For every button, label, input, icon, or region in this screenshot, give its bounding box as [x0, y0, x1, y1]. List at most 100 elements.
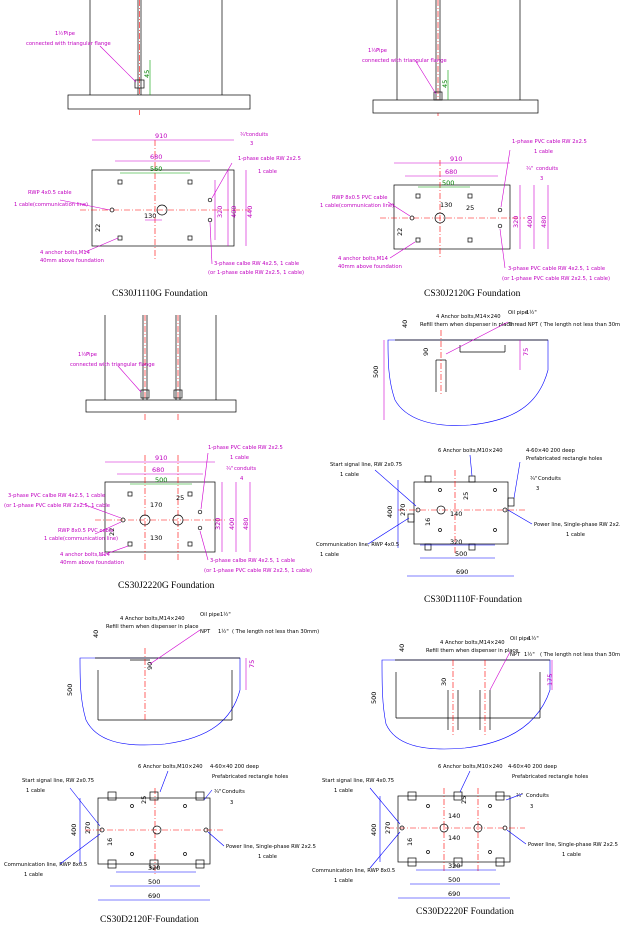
flange-label: connected with triangular flange [26, 41, 111, 47]
caption-j2: CS30J2120G Foundation [424, 289, 521, 299]
pipe-fraction: 1½" [55, 30, 66, 37]
dim-440: 440 [246, 206, 254, 218]
anchor-note: 40mm above foundation [60, 560, 124, 566]
caption-d4: CS30D1110F·Foundation [424, 595, 522, 605]
rwp-label: RWP 8x0.5 PVC cable [332, 195, 387, 201]
comm-label: Communication line, RWP 8x0.5 [4, 862, 87, 868]
holes-label: 4-60×40 200 deep [210, 764, 260, 770]
dim-690: 690 [448, 890, 460, 898]
caption-d5: CS30D2120F·Foundation [100, 915, 199, 925]
anchor-note: 40mm above foundation [338, 264, 402, 270]
dim-400: 400 [228, 518, 236, 530]
dim-175: 175 [546, 674, 554, 686]
conduit-label: Conduits [526, 793, 549, 799]
flange-label: connected with triangular flange [362, 58, 447, 64]
comm-count: 1 cable [24, 872, 43, 878]
dim-500b: 500 [148, 878, 160, 886]
refill-note: Refill them when dispenser in place [420, 322, 512, 328]
rwp-label: RWP 4x0.5 cable [28, 190, 72, 196]
phase3-left-alt: (or 1-phase PVC cable RW 2x2.5, 1 cable [4, 503, 110, 509]
angle-label: 45 [143, 70, 151, 78]
comm-label: Communication line, RWP 8x0.5 [312, 868, 395, 874]
section-d5: 40 90 75 500 4 Anchor bolts,M14×240 Refi… [66, 611, 319, 746]
plan-d5: 320 500 690 25 16 400 270 6 Anchor bolts… [4, 764, 316, 901]
dim-22: 22 [396, 228, 404, 236]
length-note: ( The length not less than 30mm) [540, 322, 620, 328]
oil-pipe-fraction: 1½" [220, 611, 231, 618]
phase3-left-label: 3-phase PVC calbe RW 4x2.5, 1 cable [8, 493, 105, 499]
anchor-label: 4 anchor bolts,M14 [60, 552, 111, 558]
dim-270: 270 [399, 504, 407, 516]
power-label: Power line, Single-phase RW 2x2.5 [528, 842, 618, 848]
dim-75: 75 [522, 348, 530, 356]
dim-22: 22 [108, 528, 116, 536]
dim-910: 910 [450, 155, 462, 163]
six-anchor-label: 6 Anchor bolts,M10×240 [438, 448, 503, 454]
phase3-alt: (or 1-phase PVC cable RW 2x2.5, 1 cable) [204, 568, 312, 574]
dim-400: 400 [386, 506, 394, 518]
conduit-count: 3 [540, 176, 543, 182]
dim-680: 680 [150, 153, 162, 161]
dim-400: 400 [230, 206, 238, 218]
drawing-cs30j2120g: 45 1½" Pipe connected with triangular fl… [320, 0, 610, 299]
six-anchor-label: 6 Anchor bolts,M10×240 [438, 764, 503, 770]
power-label: Power line, Single-phase RW 2x2.5 [226, 844, 316, 850]
conduit-count: 4 [240, 476, 244, 482]
comm-label: Communication line, RWP 4x0.5 [316, 542, 399, 548]
conduit-fraction: ¾" [226, 466, 233, 472]
section-d6: 40 30 175 500 4 Anchor bolts,M14×240 Ref… [370, 635, 620, 750]
dim-500: 500 [370, 692, 378, 704]
dim-320: 320 [512, 216, 520, 228]
phase3-label: 3-phase PVC cable RW 4x2.5, 1 cable [508, 266, 605, 272]
dim-690: 690 [148, 892, 160, 900]
length-note: ( The length not less than 30mm) [540, 652, 620, 658]
anchor-label: 4 Anchor bolts,M14×240 [440, 640, 505, 646]
dim-40: 40 [401, 320, 409, 328]
phase1-count: 1 cable [230, 455, 249, 461]
holes-note: Prefabricated rectangle holes [526, 456, 603, 462]
dim-400: 400 [526, 216, 534, 228]
start-signal-label: Start signal line, RW 4x0.75 [322, 778, 394, 784]
angle-label: 45 [441, 80, 449, 88]
phase3-alt: (or 1-phase PVC cable RW 2x2.5, 1 cable) [502, 276, 610, 282]
section-d4: 40 90 75 500 4 Anchor bolts,M14×240 Refi… [372, 309, 620, 426]
comm-count: 1 cable [334, 878, 353, 884]
pipe-label: Pipe [86, 352, 97, 358]
pipe-label: Pipe [64, 31, 75, 37]
elevation-j2: 45 1½" Pipe connected with triangular fl… [362, 0, 539, 118]
dim-500b: 500 [455, 550, 467, 558]
flange-label: connected with triangular flange [70, 362, 155, 368]
oil-pipe-fraction: 1½" [528, 635, 539, 642]
dim-170: 170 [150, 501, 162, 509]
dim-500b: 500 [448, 876, 460, 884]
start-signal-label: Start signal line, RW 2x0.75 [330, 462, 402, 468]
drawing-cs30d2220f: 40 30 175 500 4 Anchor bolts,M14×240 Ref… [312, 635, 620, 917]
dim-90: 90 [146, 662, 154, 670]
plan-j3: 910 680 500 25 170 130 22 320 400 480 1-… [4, 445, 312, 574]
dim-25: 25 [466, 204, 474, 212]
dim-16: 16 [406, 838, 414, 846]
phase1-count: 1 cable [534, 149, 553, 155]
holes-label: 4-60×40 200 deep [508, 764, 558, 770]
dim-130: 130 [150, 534, 162, 542]
dim-910: 910 [155, 454, 167, 462]
npt-fraction: 1½" [218, 628, 229, 635]
slab-j2 [372, 99, 539, 114]
dim-320: 320 [450, 538, 462, 546]
phase1-label: 1-phase cable RW 2x2.5 [238, 156, 301, 162]
dim-690: 690 [456, 568, 468, 576]
dim-140: 140 [450, 510, 462, 518]
dim-130: 130 [144, 212, 156, 220]
dim-270: 270 [384, 822, 392, 834]
power-count: 1 cable [566, 532, 585, 538]
phase1-label: 1-phase PVC cable RW 2x2.5 [512, 139, 587, 145]
conduit-count: 3 [536, 486, 539, 492]
dim-25: 25 [460, 796, 468, 804]
dim-40: 40 [92, 630, 100, 638]
oil-pipe-label: Oil pipe [510, 636, 530, 642]
pipe-fraction: 1½" [368, 47, 379, 54]
dim-480: 480 [242, 518, 250, 530]
drawing-cs30d1110f: 40 90 75 500 4 Anchor bolts,M14×240 Refi… [316, 309, 620, 605]
conduit-fraction: ¾" [240, 132, 247, 138]
